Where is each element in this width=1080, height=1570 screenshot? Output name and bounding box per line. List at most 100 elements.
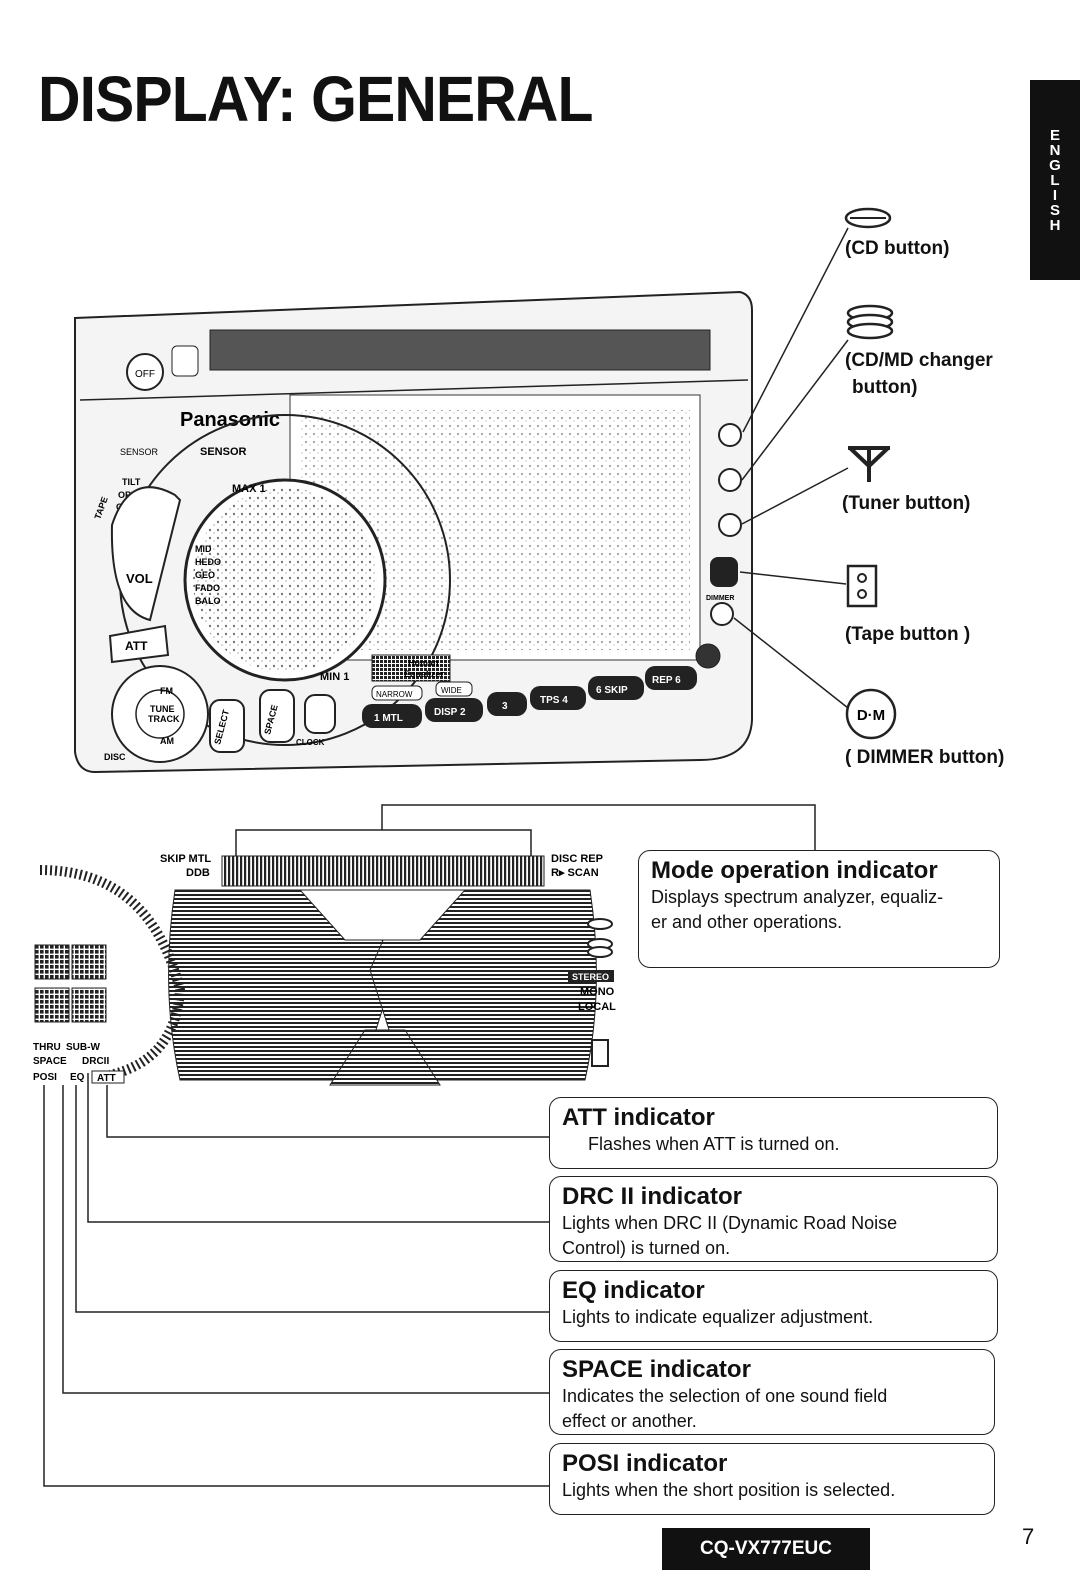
callout-desc: Flashes when ATT is turned on. xyxy=(588,1134,840,1154)
leader-line xyxy=(741,467,849,525)
preset-label: 1 MTL xyxy=(374,713,403,724)
volume-rocker xyxy=(110,486,182,622)
space-display-label: SPACE xyxy=(33,1056,67,1067)
drc-callout: DRC II indicator Lights when DRC II (Dyn… xyxy=(549,1176,998,1262)
preset-label: REP 6 xyxy=(652,675,681,686)
att-callout: ATT indicator Flashes when ATT is turned… xyxy=(549,1097,998,1169)
drc-display-label: DRCII xyxy=(82,1056,109,1067)
tilt-label: TILT xyxy=(122,477,141,487)
dm-icon xyxy=(845,688,897,740)
lang-letter: H xyxy=(1049,216,1061,234)
off-label: OFF xyxy=(135,369,155,380)
lang-letter: N xyxy=(1049,141,1061,159)
leader-line xyxy=(741,339,849,481)
arc-meter xyxy=(39,865,186,1080)
select-button xyxy=(209,699,245,753)
equalizer-badge xyxy=(371,654,451,682)
callout-desc: Displays spectrum analyzer, equaliz- xyxy=(651,887,944,907)
track-label: TRACK xyxy=(148,714,180,724)
model-badge: CQ-VX777EUC xyxy=(662,1528,870,1570)
display-diagram: SKIP MTL DDB DISC REP R▸ SCAN THRU SUB-W… xyxy=(33,804,816,1487)
callout-title: SPACE indicator xyxy=(562,1356,751,1383)
space-leader xyxy=(62,1085,550,1394)
att-display-box xyxy=(91,1070,125,1084)
max-label: MAX 1 xyxy=(232,483,266,495)
disc-label: DISC xyxy=(104,752,126,762)
antenna-icon xyxy=(848,446,890,482)
eq-callout: EQ indicator Lights to indicate equalize… xyxy=(549,1270,998,1342)
preset-button xyxy=(362,704,422,728)
mode-label: MID xyxy=(195,544,212,554)
callout-title: Mode operation indicator xyxy=(651,857,938,884)
drc-leader xyxy=(87,1073,550,1223)
leader-line xyxy=(733,617,849,709)
seg-block xyxy=(34,944,70,980)
cd-indicator-icon xyxy=(587,918,613,930)
att-button-unit xyxy=(108,624,170,664)
seg-block xyxy=(34,987,70,1023)
callout-desc: Lights when DRC II (Dynamic Road Noise xyxy=(562,1213,898,1233)
wide-label: WIDE xyxy=(441,686,462,695)
callout-desc: Lights when the short position is select… xyxy=(562,1480,896,1500)
bracket-line xyxy=(381,804,816,850)
mono-label: MONO xyxy=(580,986,615,998)
preset-button xyxy=(487,692,527,716)
callout-desc: Indicates the selection of one sound fie… xyxy=(562,1386,888,1406)
unit-tape-button xyxy=(710,557,738,587)
scan-label: R▸ SCAN xyxy=(551,867,599,879)
stereo-label: STEREO xyxy=(572,972,609,982)
bracket-top xyxy=(235,829,532,856)
tape-indicator-icon xyxy=(591,1039,609,1067)
tape-icon xyxy=(846,564,878,608)
stereo-indicator xyxy=(568,970,614,982)
am-label: AM xyxy=(160,736,174,746)
narrow-label: NARROW xyxy=(376,690,413,699)
unit-dimmer-button xyxy=(710,602,734,626)
callout-title: EQ indicator xyxy=(562,1277,705,1304)
preset-buttons: 1 MTL DISP 2 3 TPS 4 6 SKIP REP 6 xyxy=(362,666,697,728)
callout-title: ATT indicator xyxy=(562,1104,715,1131)
volume-dial-face xyxy=(193,488,377,672)
unit-jack xyxy=(695,643,721,669)
preset-button xyxy=(645,666,697,690)
lang-letter: S xyxy=(1049,201,1060,219)
changer-icon xyxy=(846,304,894,340)
language-tab: E N G L I S H xyxy=(1030,80,1080,280)
changer-indicator-icon xyxy=(587,946,613,958)
thru-label: THRU xyxy=(33,1042,61,1053)
dimmer-button-label: ( DIMMER button) xyxy=(845,747,1005,768)
vol-label: VOL xyxy=(126,571,153,586)
att-display-label: ATT xyxy=(97,1073,116,1084)
preset-label: 3 xyxy=(502,701,508,712)
spectrum-bottom-center xyxy=(329,1029,441,1086)
lang-letter: L xyxy=(1050,171,1060,189)
page-title: DISPLAY: GENERAL xyxy=(38,63,593,135)
posi-display-label: POSI xyxy=(33,1072,57,1083)
lang-letter: E xyxy=(1049,126,1060,144)
preset-button xyxy=(530,686,586,710)
space-button xyxy=(259,689,295,743)
posi-callout: POSI indicator Lights when the short pos… xyxy=(549,1443,995,1515)
dm-icon-text: D·M xyxy=(857,707,885,724)
tune-track-center xyxy=(135,689,185,739)
clock-label: CLOCK xyxy=(296,738,325,747)
equalizer-label: Equalizer xyxy=(404,669,445,679)
brand-logo: Panasonic xyxy=(180,409,280,431)
changer-button-label: (CD/MD changer xyxy=(845,350,993,371)
att-button-label: ATT xyxy=(125,639,148,653)
callout-desc: er and other operations. xyxy=(651,912,843,932)
mode-operation-callout: Mode operation indicator Displays spectr… xyxy=(638,850,1000,968)
space-callout: SPACE indicator Indicates the selection … xyxy=(549,1349,995,1435)
att-leader xyxy=(106,1085,550,1138)
lang-letter: G xyxy=(1049,156,1061,174)
ddb-label: DDB xyxy=(186,867,210,879)
off-button xyxy=(126,353,164,391)
wide-button xyxy=(435,681,473,697)
sensor-label: SENSOR xyxy=(200,446,247,458)
dimmer-label: DIMMER xyxy=(706,595,734,602)
fm-label: FM xyxy=(160,686,173,696)
cd-button-label: (CD button) xyxy=(845,238,950,259)
mode-label: HEDO xyxy=(195,557,221,567)
tape-button-label: (Tape button ) xyxy=(845,624,971,645)
tuner-button-label: (Tuner button) xyxy=(842,493,971,514)
